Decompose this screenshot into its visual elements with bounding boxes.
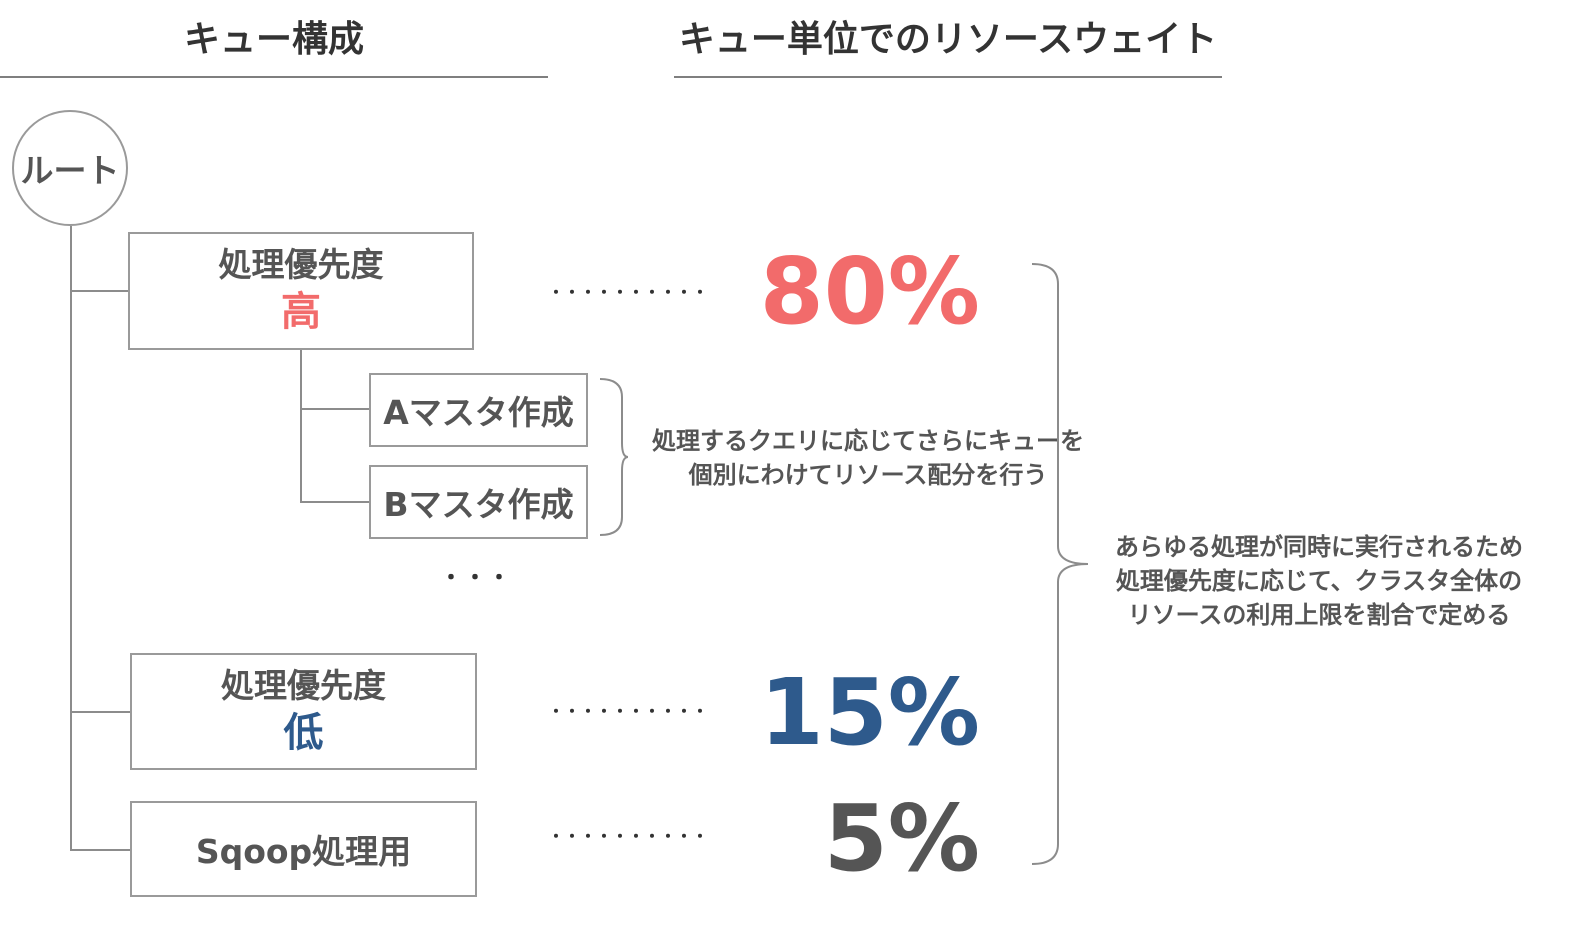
queue-sqoop: Sqoop処理用 xyxy=(130,801,477,897)
resource-weight-underline xyxy=(674,76,1222,78)
leader-dots-low: ・・・・・・・・・・ xyxy=(548,702,709,721)
queue-b-label: Bマスタ作成 xyxy=(383,485,574,524)
queue-low-priority: 処理優先度 低 xyxy=(130,653,477,770)
queue-structure-heading: キュー構成 xyxy=(183,19,364,60)
overall-note-line-2: 処理優先度に応じて、クラスタ全体の xyxy=(1115,567,1523,595)
more-queues-ellipsis: ・・・ xyxy=(440,566,513,591)
sub-queue-note: 処理するクエリに応じてさらにキューを 個別にわけてリソース配分を行う xyxy=(640,424,1096,492)
connector-sqoop xyxy=(70,849,130,851)
queue-high-label: 処理優先度 xyxy=(218,245,384,284)
connector-low xyxy=(70,711,130,713)
overall-note-line-3: リソースの利用上限を割合で定める xyxy=(1127,601,1511,629)
connector-sub-b xyxy=(300,501,369,503)
leader-dots-sqoop: ・・・・・・・・・・ xyxy=(548,827,709,846)
queue-high-priority: 処理優先度 高 xyxy=(128,232,474,350)
queue-b-master: Bマスタ作成 xyxy=(369,465,588,539)
leader-dots-high: ・・・・・・・・・・ xyxy=(548,283,709,302)
root-label: ルート xyxy=(20,151,120,190)
resource-weight-heading: キュー単位でのリソースウェイト xyxy=(678,19,1218,60)
queue-a-master: Aマスタ作成 xyxy=(369,373,588,447)
queue-high-level: 高 xyxy=(281,289,321,335)
queue-structure-underline xyxy=(0,76,548,78)
high-sub-trunk-line xyxy=(300,350,302,502)
root-trunk-line xyxy=(70,226,72,850)
weight-sqoop-value: 5% xyxy=(823,785,980,892)
sub-queue-brace xyxy=(599,378,629,536)
root-node: ルート xyxy=(12,110,128,226)
connector-sub-a xyxy=(300,408,369,410)
overall-note: あらゆる処理が同時に実行されるため 処理優先度に応じて、クラスタ全体の リソース… xyxy=(1094,530,1544,632)
weight-high-value: 80% xyxy=(759,238,980,345)
queue-sqoop-label: Sqoop処理用 xyxy=(195,832,412,871)
weight-low-value: 15% xyxy=(759,659,980,766)
overall-note-line-1: あらゆる処理が同時に実行されるため xyxy=(1115,533,1523,561)
sub-queue-note-line-2: 個別にわけてリソース配分を行う xyxy=(688,461,1048,489)
queue-low-level: 低 xyxy=(283,709,324,756)
sub-queue-note-line-1: 処理するクエリに応じてさらにキューを xyxy=(652,427,1084,455)
queue-low-label: 処理優先度 xyxy=(221,665,386,705)
overall-weight-brace xyxy=(1031,263,1089,865)
connector-high xyxy=(70,290,128,292)
queue-a-label: Aマスタ作成 xyxy=(383,393,574,432)
